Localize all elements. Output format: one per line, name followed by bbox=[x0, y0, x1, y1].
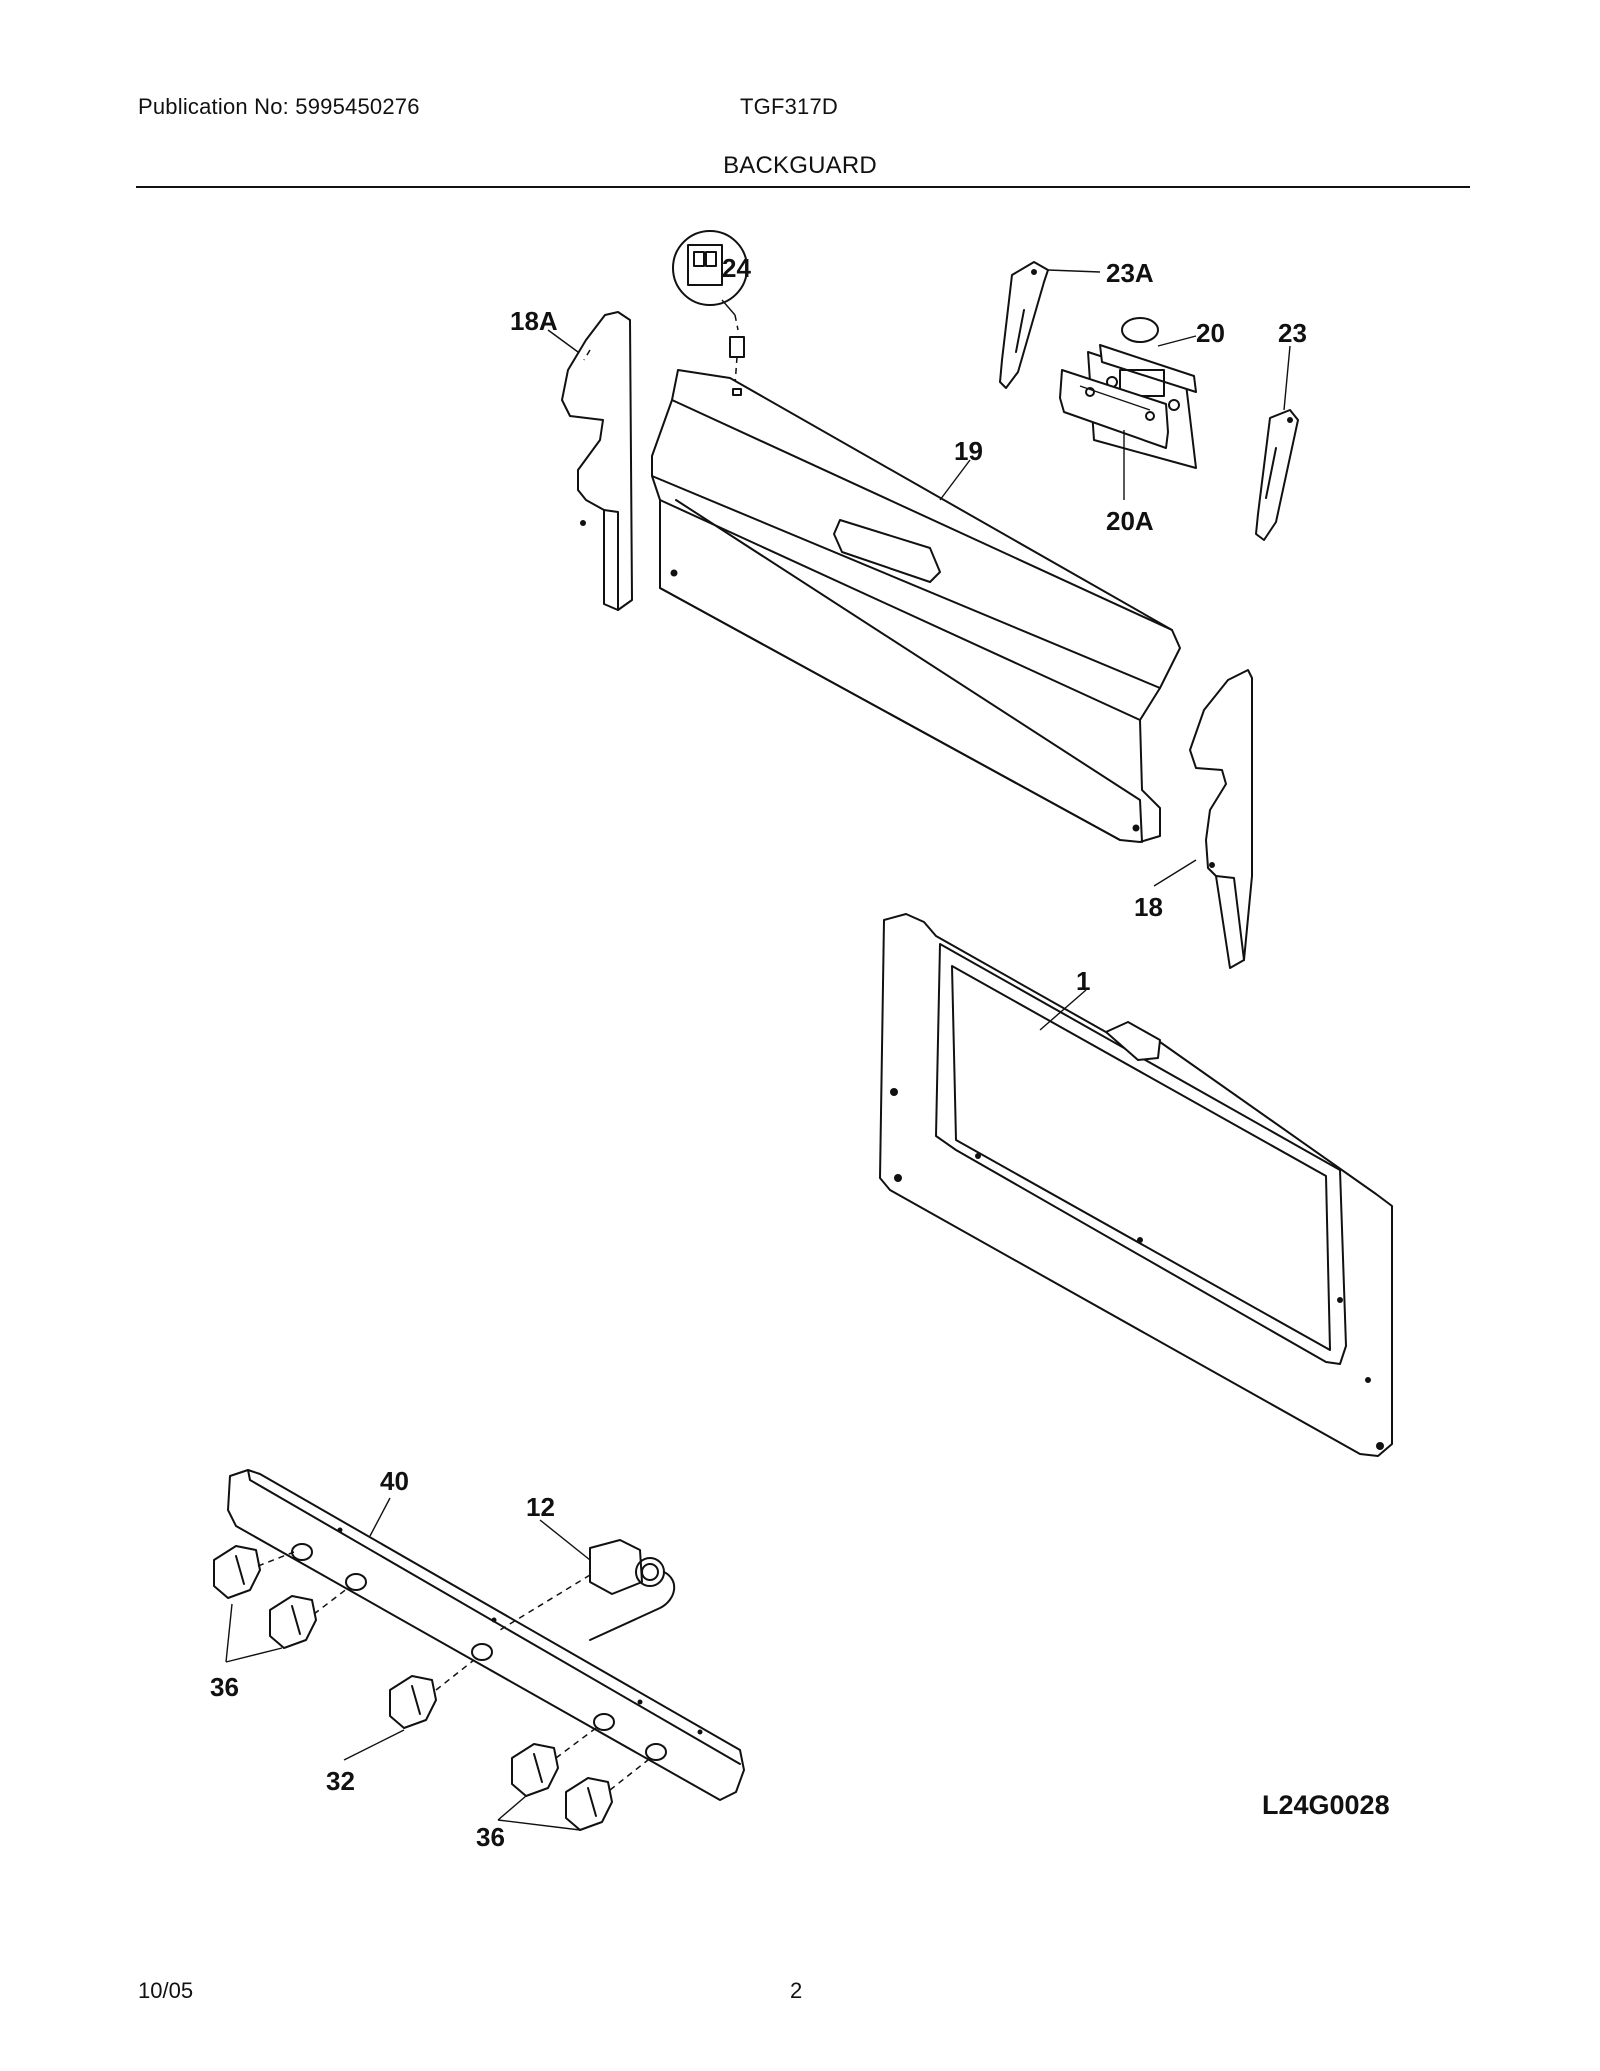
callout-18: 18 bbox=[1134, 892, 1163, 922]
part-24-switch bbox=[672, 230, 748, 386]
callout-23: 23 bbox=[1278, 318, 1307, 348]
callout-1: 1 bbox=[1076, 966, 1090, 996]
callout-18a: 18A bbox=[510, 306, 558, 336]
callout-23a: 23A bbox=[1106, 258, 1154, 288]
page-number: 2 bbox=[790, 1978, 803, 2003]
knobs bbox=[213, 1545, 649, 1831]
part-19-backguard bbox=[651, 369, 1181, 843]
leader-lines bbox=[225, 269, 1291, 1831]
part-20a-overlay bbox=[1059, 369, 1169, 449]
callout-12: 12 bbox=[526, 1492, 555, 1522]
header-rule bbox=[136, 186, 1470, 188]
callout-24: 24 bbox=[722, 253, 751, 283]
page-title: BACKGUARD bbox=[723, 152, 877, 179]
part-23-bracket bbox=[1255, 409, 1299, 541]
part-23a-bracket bbox=[999, 261, 1049, 389]
part-1-rear-panel bbox=[879, 913, 1393, 1457]
diagram-code: L24G0028 bbox=[1262, 1790, 1390, 1820]
part-18-end-panel bbox=[1189, 669, 1253, 969]
callout-36-right: 36 bbox=[476, 1822, 505, 1852]
model-number: TGF317D bbox=[740, 94, 838, 119]
callout-32: 32 bbox=[326, 1766, 355, 1796]
part-12-thermostat bbox=[499, 1539, 675, 1641]
part-18a-end-panel bbox=[561, 311, 633, 611]
callout-20: 20 bbox=[1196, 318, 1225, 348]
callout-20a: 20A bbox=[1106, 506, 1154, 536]
publication-number: Publication No: 5995450276 bbox=[138, 94, 420, 119]
callout-40: 40 bbox=[380, 1466, 409, 1496]
callout-36-left: 36 bbox=[210, 1672, 239, 1702]
callout-19: 19 bbox=[954, 436, 983, 466]
footer-date: 10/05 bbox=[138, 1978, 194, 2003]
part-40-control-panel bbox=[227, 1469, 745, 1801]
